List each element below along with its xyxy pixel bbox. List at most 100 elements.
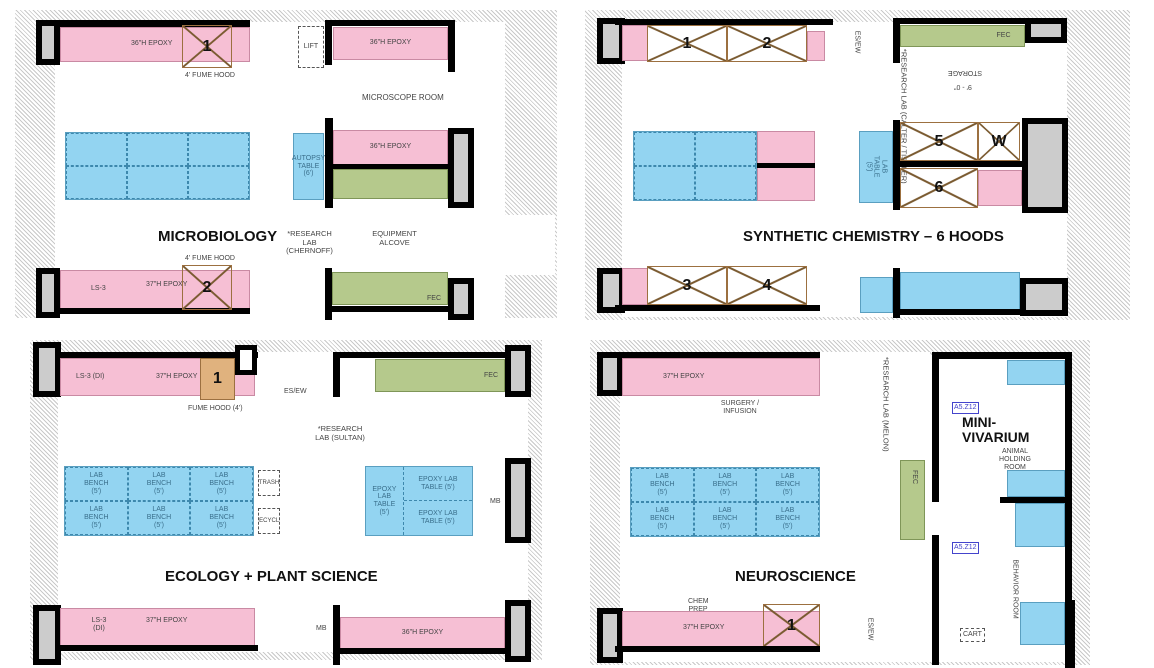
vivarium-title: MINI-VIVARIUM xyxy=(962,414,1030,445)
fume-hood-2[interactable]: 2 xyxy=(182,265,232,310)
wall xyxy=(58,645,258,651)
table-label: EPOXY LAB TABLE (5') xyxy=(418,475,458,491)
lab-title: SYNTHETIC CHEMISTRY – 6 HOODS xyxy=(743,228,1004,245)
fume-hood-1[interactable]: 1 xyxy=(200,358,235,400)
hood-number: 2 xyxy=(202,278,212,296)
eyewash-label: ES/EW xyxy=(853,30,861,54)
recycle-bin: RECYCLE xyxy=(258,508,280,534)
epoxy-label: 37"H EPOXY xyxy=(156,373,198,380)
wall xyxy=(235,345,257,375)
fume-hood-3[interactable]: 3 xyxy=(647,266,727,305)
epoxy-label: 37"H EPOXY xyxy=(146,617,188,624)
hood-number: 4 xyxy=(762,276,772,294)
wall xyxy=(1000,497,1070,503)
behavior-table xyxy=(1020,602,1065,645)
lab-bench-island[interactable]: LAB BENCH (5') LAB BENCH (5') LAB BENCH … xyxy=(630,467,820,537)
fume-hood-4[interactable]: 4 xyxy=(727,266,807,305)
equipment-green: FEC xyxy=(900,25,1025,47)
wall xyxy=(932,535,939,665)
table-label: EPOXY LAB TABLE (5') xyxy=(418,510,458,525)
casework-bottom-right: 36"H EPOXY xyxy=(340,617,505,649)
equipment-green-bottom: FEC xyxy=(332,272,448,305)
lab-bench-island[interactable] xyxy=(65,132,250,200)
wall xyxy=(33,342,61,397)
lab-bench[interactable] xyxy=(900,272,1020,310)
bench-label: LAB BENCH (5') xyxy=(146,472,172,495)
epoxy-label: 37"H EPOXY xyxy=(146,281,188,288)
bench-label: LAB BENCH (5') xyxy=(84,506,109,529)
wall xyxy=(33,605,61,665)
wall xyxy=(932,352,1072,359)
equipment-green: FEC xyxy=(375,359,505,392)
mb-label: MB xyxy=(490,498,501,505)
wall xyxy=(597,608,623,663)
wall xyxy=(615,19,833,25)
hood-number: 5 xyxy=(934,132,944,150)
lab-bench-island[interactable]: LAB BENCH (5') LAB BENCH (5') LAB BENCH … xyxy=(64,466,254,536)
eyewash-label: ES/EW xyxy=(866,617,874,641)
autopsy-table[interactable]: AUTOPSY TABLE (6') xyxy=(291,133,326,200)
wall xyxy=(615,305,820,311)
wall xyxy=(333,164,448,169)
lab-table[interactable] xyxy=(860,277,893,313)
wall xyxy=(893,18,1033,24)
bench-label: LAB BENCH (5') xyxy=(209,472,234,495)
hood-w-label: W xyxy=(991,132,1007,150)
hood-number: 1 xyxy=(213,370,222,387)
fume-hood-1[interactable]: 1 xyxy=(647,25,727,62)
fec-label: FEC xyxy=(911,470,919,485)
wall xyxy=(333,352,513,358)
research-lab-label: *RESEARCH LAB (MELON) xyxy=(881,357,891,452)
trash-bin: TRASH xyxy=(258,470,280,496)
wall xyxy=(55,20,250,27)
fume-hood-6[interactable]: 6 xyxy=(900,168,978,208)
hood-label: FUME HOOD (4') xyxy=(188,405,243,412)
casework xyxy=(622,268,648,305)
behavior-room-label: BEHAVIOR ROOM xyxy=(1011,559,1019,619)
lab-title: MICROBIOLOGY xyxy=(158,228,278,245)
fume-hood-1[interactable]: 1 xyxy=(763,604,820,647)
wall xyxy=(448,128,474,208)
wall xyxy=(1025,18,1067,43)
lab-bench-island[interactable] xyxy=(633,131,757,201)
epoxy-lab-tables[interactable]: EPOXY LAB TABLE (5') EPOXY LAB TABLE (5'… xyxy=(365,466,473,536)
surgery-label: SURGERY / INFUSION xyxy=(720,400,760,416)
fec-label: FEC xyxy=(996,32,1011,39)
room-tag: A5.Z12 xyxy=(952,542,979,555)
wall xyxy=(332,306,448,312)
bench-label: LAB BENCH (5') xyxy=(712,473,738,496)
casework-top: 37"H EPOXY xyxy=(622,358,820,396)
wall xyxy=(448,20,455,72)
wall xyxy=(1020,278,1068,316)
lab-table[interactable]: LAB TABLE (5') xyxy=(859,131,893,203)
autopsy-label: AUTOPSY TABLE (6') xyxy=(291,154,326,178)
epoxy-label: 36"H EPOXY xyxy=(401,628,444,636)
wall xyxy=(333,605,340,665)
casework xyxy=(622,25,648,61)
lab-title: ECOLOGY + PLANT SCIENCE xyxy=(165,568,378,585)
bench-label: LAB BENCH (5') xyxy=(650,507,675,530)
wall xyxy=(325,118,333,208)
hood-number: 1 xyxy=(787,616,796,634)
fume-hood-1[interactable]: 1 xyxy=(182,25,232,68)
animal-rack xyxy=(1007,360,1065,385)
fume-hood-2[interactable]: 2 xyxy=(727,25,807,62)
wall xyxy=(1065,352,1072,662)
wall xyxy=(893,18,900,63)
hood-number: 6 xyxy=(934,179,944,196)
chem-prep-label: CHEM PREP xyxy=(688,598,709,614)
fume-hood-w[interactable]: W xyxy=(978,122,1020,161)
wall xyxy=(893,120,900,210)
fec-label: FEC xyxy=(427,295,441,302)
wall xyxy=(505,345,531,397)
wall xyxy=(1022,118,1068,213)
fume-hood-5[interactable]: 5 xyxy=(900,122,978,161)
holding-room-label: ANIMAL HOLDING ROOM xyxy=(999,448,1031,472)
wall xyxy=(325,20,332,65)
hood-number: 2 xyxy=(762,34,772,52)
bench-label: LAB BENCH (5') xyxy=(650,473,675,496)
equipment-alcove-label: EQUIPMENT ALCOVE xyxy=(372,229,417,247)
wall xyxy=(757,163,815,168)
bench-label: LAB BENCH (5') xyxy=(712,507,738,530)
wall xyxy=(900,309,1020,315)
